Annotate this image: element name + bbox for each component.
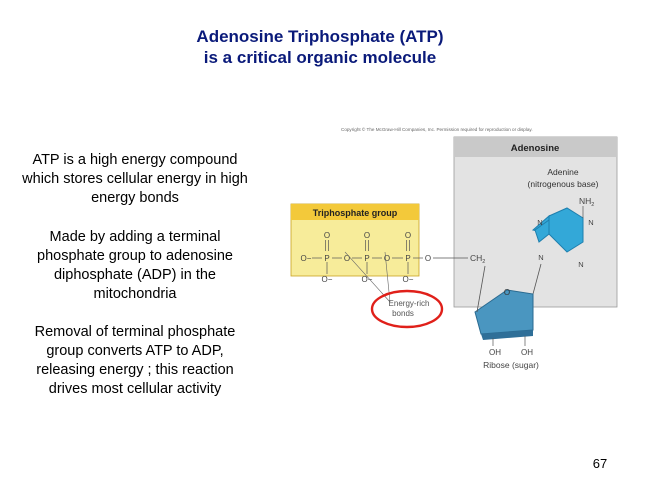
- ribose-ring-edge: [481, 330, 533, 340]
- phosphate-bonds: [312, 240, 423, 274]
- bullet-atp-synthesis: Made by adding a terminal phosphate grou…: [10, 228, 260, 304]
- adenine-sublabel: (nitrogenous base): [528, 179, 599, 189]
- atom-o-minus-left: O−: [301, 254, 312, 263]
- copyright-text: Copyright © The McGraw-Hill Companies, I…: [341, 126, 533, 132]
- ch2-label: CH2: [470, 253, 485, 265]
- energy-highlight-ellipse: [370, 289, 444, 329]
- bullet-line: Removal of terminal phosphate: [34, 324, 236, 340]
- atom-o-bridge1: O: [344, 254, 350, 263]
- atom-p2: P: [364, 254, 369, 263]
- energy-label-line1: Energy-rich: [389, 299, 430, 308]
- atom-o-bottom1: O−: [322, 275, 333, 284]
- oh-right: OH: [521, 348, 533, 357]
- bullet-line: diphosphate (ADP) in the: [53, 267, 216, 283]
- bullet-line: phosphate group to adenosine: [37, 248, 233, 264]
- bullet-line: mitochondria: [93, 286, 177, 302]
- ribose-ring: [474, 289, 534, 335]
- adenosine-label: Adenosine: [511, 143, 560, 154]
- atom-n-top: N: [537, 218, 542, 227]
- atom-p3: P: [405, 254, 410, 263]
- atom-o-top1: O: [324, 231, 330, 240]
- atom-o-top2: O: [364, 231, 370, 240]
- atp-structure-figure: Copyright © The McGraw-Hill Companies, I…: [285, 122, 625, 382]
- atom-o-bottom3: O−: [403, 275, 414, 284]
- atom-o-bottom2: O−: [362, 275, 373, 284]
- title-line-2: is a critical organic molecule: [203, 48, 437, 67]
- slide-title: Adenosine Triphosphate (ATP) is a critic…: [120, 26, 520, 68]
- bullet-atp-definition: ATP is a high energy compound which stor…: [0, 151, 270, 208]
- atom-o-bridge2: O: [384, 254, 390, 263]
- triphosphate-label: Triphosphate group: [313, 208, 398, 218]
- adenosine-header: [454, 137, 617, 157]
- bullet-line: Made by adding a terminal: [49, 229, 221, 245]
- bullet-line: which stores cellular energy in high: [22, 171, 248, 187]
- adenosine-panel: [453, 136, 618, 308]
- atom-o-top3: O: [405, 231, 411, 240]
- bullet-line: group converts ATP to ADP,: [46, 343, 224, 359]
- triphosphate-header: [291, 204, 419, 220]
- adenine-label: Adenine: [547, 167, 578, 177]
- nh2-label: NH2: [579, 196, 594, 208]
- phosphate-chain: O− P O P O P O O O O O− O− O−: [301, 231, 432, 284]
- ribose-label: Ribose (sugar): [483, 360, 539, 370]
- glycosidic-bond: [532, 263, 542, 295]
- oh-left: OH: [489, 348, 501, 357]
- atom-p1: P: [324, 254, 329, 263]
- atom-o-bridge3: O: [425, 254, 431, 263]
- atom-n-right: N: [588, 218, 593, 227]
- bullet-line: energy bonds: [91, 190, 179, 206]
- bullet-line: releasing energy ; this reaction: [36, 362, 234, 378]
- adenine-ring-link: [534, 219, 550, 243]
- atom-n-bottom: N: [578, 260, 583, 269]
- page-number: 67: [592, 456, 608, 471]
- bullet-atp-hydrolysis: Removal of terminal phosphate group conv…: [10, 323, 260, 399]
- atp-diagram: Copyright © The McGraw-Hill Companies, I…: [290, 126, 618, 370]
- bullet-line: drives most cellular activity: [48, 381, 222, 397]
- ch2-ribose-bond: [476, 265, 486, 313]
- title-line-1: Adenosine Triphosphate (ATP): [196, 27, 444, 46]
- atom-n-glycosidic: N: [538, 253, 543, 262]
- bullet-line: ATP is a high energy compound: [32, 152, 238, 168]
- energy-label-line2: bonds: [392, 309, 414, 318]
- atom-o-ribose: O: [504, 288, 510, 297]
